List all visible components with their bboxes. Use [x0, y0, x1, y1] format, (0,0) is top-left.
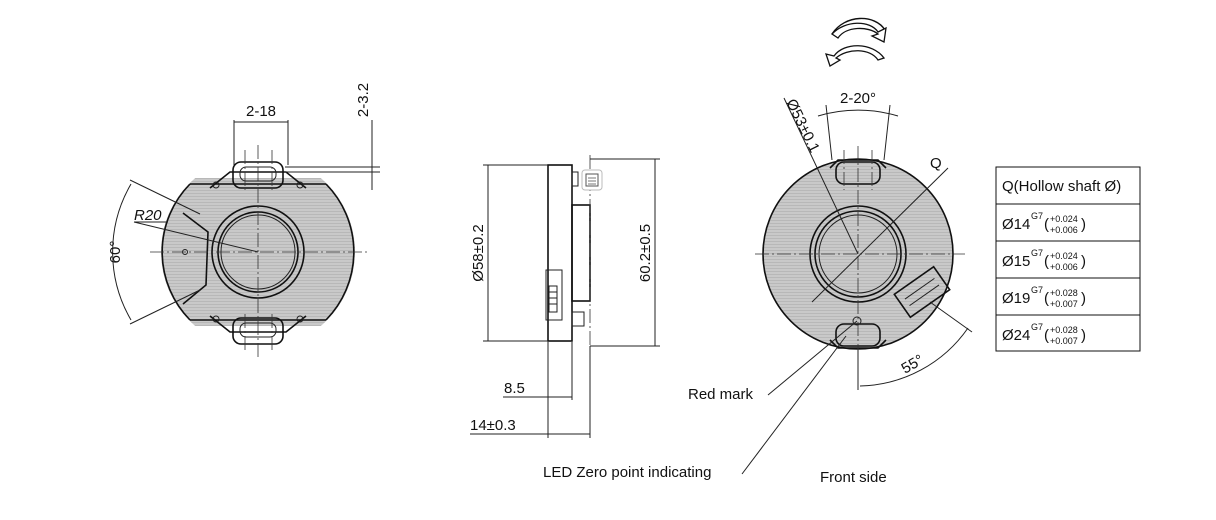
svg-text:+0.024: +0.024 [1050, 251, 1078, 261]
left-angle-dimension: 60° [107, 241, 124, 264]
back-view: 2-18 2-3.2 R20 60° [107, 83, 380, 358]
svg-text:+0.028: +0.028 [1050, 325, 1078, 335]
thickness-b-dimension: 14±0.3 [470, 417, 516, 434]
slot-width-dimension: 2-18 [246, 103, 276, 120]
svg-text:G7: G7 [1031, 322, 1043, 332]
svg-text:Ø14: Ø14 [1002, 216, 1030, 233]
svg-text:G7: G7 [1031, 211, 1043, 221]
rotation-arrows-icon [825, 17, 887, 67]
slot-depth-dimension: 2-3.2 [355, 83, 372, 117]
svg-text:): ) [1081, 253, 1086, 270]
radius-dimension: R20 [134, 207, 162, 224]
front-side-label: Front side [820, 469, 887, 486]
overall-height-dimension: 60.2±0.5 [637, 224, 654, 282]
svg-text:): ) [1081, 327, 1086, 344]
svg-text:G7: G7 [1031, 285, 1043, 295]
svg-text:+0.007: +0.007 [1050, 336, 1078, 346]
svg-text:Ø24: Ø24 [1002, 327, 1030, 344]
outer-diameter-dimension: Ø58±0.2 [470, 224, 487, 281]
red-mark-label: Red mark [688, 386, 754, 403]
front-view: Q Ø53±0.1 2-20° 55° Red mark LED Zero po… [543, 90, 973, 486]
led-angle-dimension: 55° [899, 351, 927, 377]
table-row: Ø19 G7 ( +0.028 +0.007 ) [1002, 285, 1086, 309]
side-view: Ø58±0.2 60.2±0.5 8.5 14±0.3 [470, 155, 660, 438]
table-row: Ø15 G7 ( +0.024 +0.006 ) [1002, 248, 1086, 272]
svg-text:(: ( [1044, 253, 1049, 270]
svg-text:(: ( [1044, 216, 1049, 233]
table-header: Q(Hollow shaft Ø) [1002, 178, 1121, 195]
svg-text:Ø19: Ø19 [1002, 290, 1030, 307]
svg-text:): ) [1081, 216, 1086, 233]
svg-text:+0.024: +0.024 [1050, 214, 1078, 224]
table-row: Ø14 G7 ( +0.024 +0.006 ) [1002, 211, 1086, 235]
q-label: Q [930, 155, 942, 172]
svg-text:+0.006: +0.006 [1050, 262, 1078, 272]
svg-text:+0.028: +0.028 [1050, 288, 1078, 298]
svg-text:Ø15: Ø15 [1002, 253, 1030, 270]
svg-text:): ) [1081, 290, 1086, 307]
svg-text:(: ( [1044, 290, 1049, 307]
table-row: Ø24 G7 ( +0.028 +0.007 ) [1002, 322, 1086, 346]
hollow-shaft-table: Q(Hollow shaft Ø) Ø14 G7 ( +0.024 +0.006… [995, 166, 1141, 352]
led-zero-label: LED Zero point indicating [543, 464, 711, 481]
svg-text:+0.007: +0.007 [1050, 299, 1078, 309]
svg-text:+0.006: +0.006 [1050, 225, 1078, 235]
bolt-circle-dimension: Ø53±0.1 [782, 96, 822, 155]
svg-text:G7: G7 [1031, 248, 1043, 258]
svg-text:(: ( [1044, 327, 1049, 344]
slot-angle-dimension: 2-20° [840, 90, 876, 107]
scan-icon[interactable] [581, 169, 603, 191]
thickness-a-dimension: 8.5 [504, 380, 525, 397]
